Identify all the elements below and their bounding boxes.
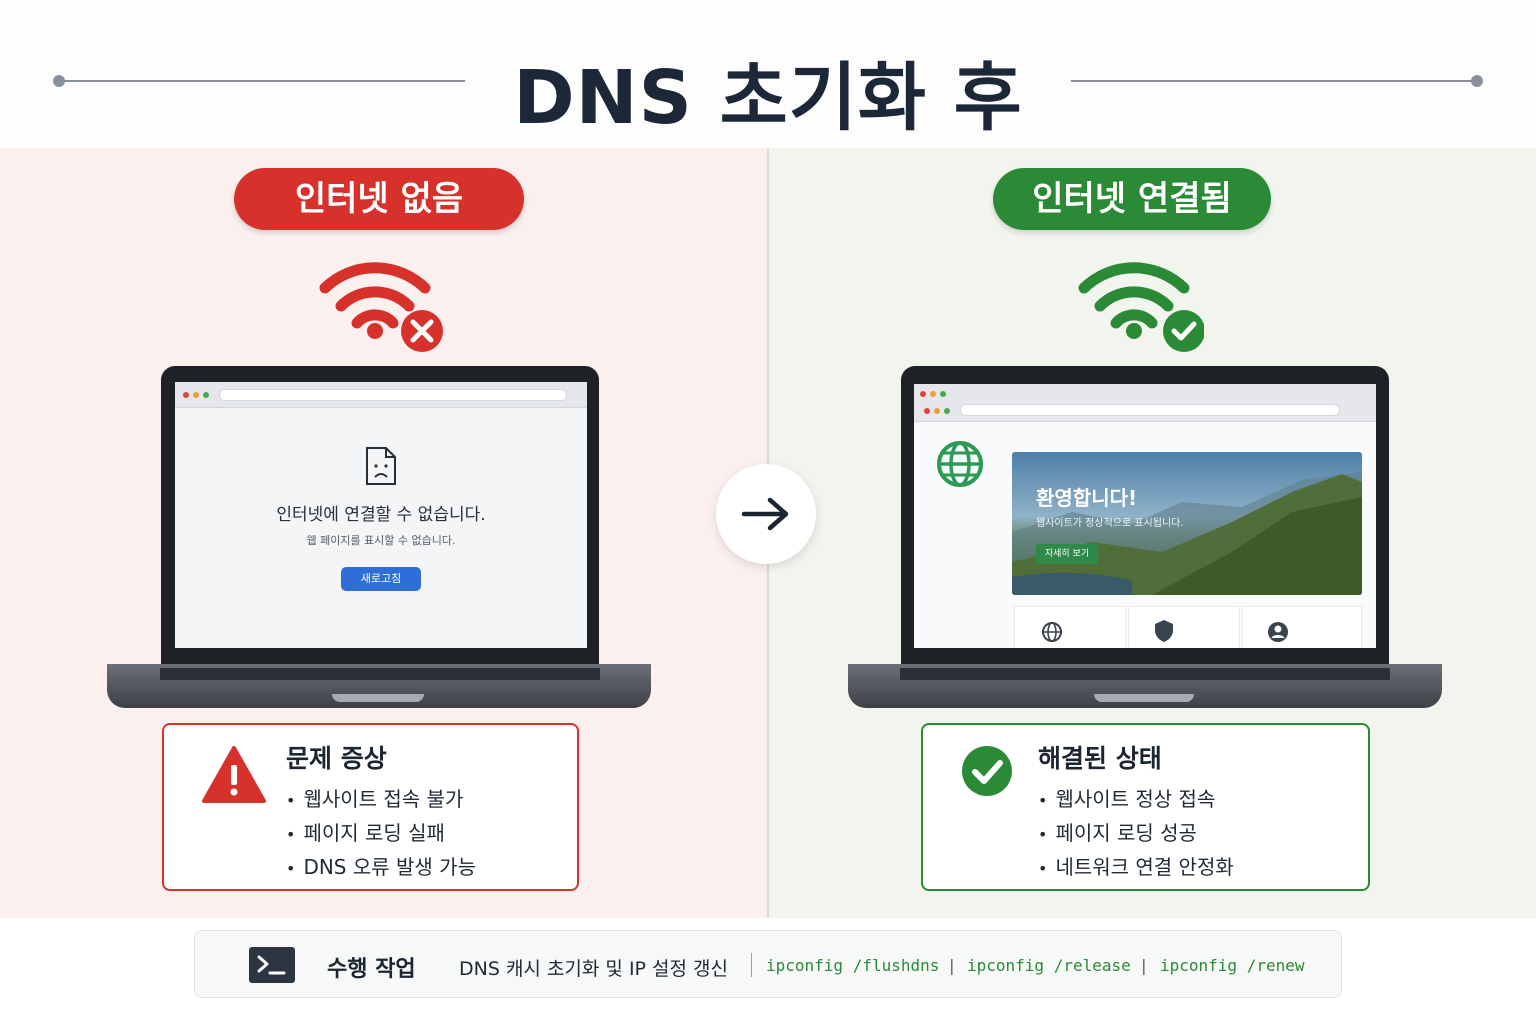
problem-list: 웹사이트 접속 불가 페이지 로딩 실패 DNS 오류 발생 가능 bbox=[286, 783, 476, 885]
address-bar[interactable] bbox=[960, 404, 1340, 416]
wifi-check-icon bbox=[1078, 262, 1204, 352]
status-badge-online: 인터넷 연결됨 bbox=[993, 168, 1271, 230]
globe-icon bbox=[1042, 622, 1062, 642]
terminal-icon bbox=[249, 947, 295, 983]
resolved-list: 웹사이트 정상 접속 페이지 로딩 성공 네트워크 연결 안정화 bbox=[1038, 783, 1234, 885]
header-line-left bbox=[58, 80, 465, 82]
error-subtitle: 웹 페이지를 표시할 수 없습니다. bbox=[306, 534, 456, 547]
feature-card-globe[interactable] bbox=[1014, 606, 1126, 648]
globe-icon bbox=[937, 441, 983, 487]
command-renew: ipconfig /renew bbox=[1160, 956, 1305, 975]
browser-window-offline: 인터넷에 연결할 수 없습니다. 웹 페이지를 표시할 수 없습니다. 새로고침 bbox=[175, 382, 587, 648]
task-bar: 수행 작업 DNS 캐시 초기화 및 IP 설정 갱신 ipconfig /fl… bbox=[194, 930, 1342, 998]
command-flushdns: ipconfig /flushdns bbox=[766, 956, 940, 975]
task-description: DNS 캐시 초기화 및 IP 설정 갱신 bbox=[459, 958, 729, 980]
header-line-right bbox=[1071, 80, 1477, 82]
learn-more-button[interactable]: 자세히 보기 bbox=[1036, 544, 1098, 564]
separator bbox=[751, 953, 752, 977]
wifi-error-icon bbox=[319, 262, 443, 352]
header: DNS 초기화 후 bbox=[0, 0, 1536, 148]
address-bar[interactable] bbox=[219, 389, 567, 401]
browser-toolbar bbox=[914, 384, 1376, 422]
check-circle-icon bbox=[962, 746, 1012, 796]
laptop-offline: 인터넷에 연결할 수 없습니다. 웹 페이지를 표시할 수 없습니다. 새로고침 bbox=[100, 366, 656, 716]
welcome-hero-banner: 환영합니다! 웹사이트가 정상적으로 표시됩니다. 자세히 보기 bbox=[1012, 452, 1362, 595]
page-title: DNS 초기화 후 bbox=[513, 55, 1023, 141]
feature-card-security[interactable] bbox=[1128, 606, 1240, 648]
task-label: 수행 작업 bbox=[327, 957, 416, 982]
feature-card-user[interactable] bbox=[1242, 606, 1362, 648]
laptop-online: 환영합니다! 웹사이트가 정상적으로 표시됩니다. 자세히 보기 bbox=[842, 366, 1442, 716]
warning-icon bbox=[202, 746, 266, 803]
list-item: DNS 오류 발생 가능 bbox=[286, 851, 476, 885]
problem-symptoms-box: 문제 증상 웹사이트 접속 불가 페이지 로딩 실패 DNS 오류 발생 가능 bbox=[162, 723, 579, 891]
arrow-right-icon bbox=[741, 497, 789, 531]
shield-icon bbox=[1155, 620, 1173, 642]
resolved-title: 해결된 상태 bbox=[1038, 744, 1162, 773]
list-item: 웹사이트 접속 불가 bbox=[286, 783, 476, 817]
list-item: 페이지 로딩 성공 bbox=[1038, 817, 1234, 851]
header-line-dot-right bbox=[1471, 75, 1483, 87]
problem-title: 문제 증상 bbox=[286, 744, 387, 773]
mountain-landscape-image bbox=[1012, 472, 1362, 595]
reload-button[interactable]: 새로고침 bbox=[341, 567, 421, 591]
status-badge-offline: 인터넷 없음 bbox=[234, 168, 524, 230]
hero-title: 환영합니다! bbox=[1036, 486, 1138, 510]
list-item: 웹사이트 정상 접속 bbox=[1038, 783, 1234, 817]
sad-document-icon bbox=[366, 447, 396, 485]
list-item: 페이지 로딩 실패 bbox=[286, 817, 476, 851]
transition-arrow bbox=[716, 464, 816, 564]
hero-subtitle: 웹사이트가 정상적으로 표시됩니다. bbox=[1036, 518, 1184, 529]
command-release: ipconfig /release bbox=[967, 956, 1131, 975]
resolved-status-box: 해결된 상태 웹사이트 정상 접속 페이지 로딩 성공 네트워크 연결 안정화 bbox=[921, 723, 1370, 891]
list-item: 네트워크 연결 안정화 bbox=[1038, 851, 1233, 885]
browser-window-online: 환영합니다! 웹사이트가 정상적으로 표시됩니다. 자세히 보기 bbox=[914, 384, 1376, 648]
browser-toolbar bbox=[175, 382, 587, 408]
error-title: 인터넷에 연결할 수 없습니다. bbox=[276, 505, 486, 525]
user-icon bbox=[1268, 622, 1288, 642]
